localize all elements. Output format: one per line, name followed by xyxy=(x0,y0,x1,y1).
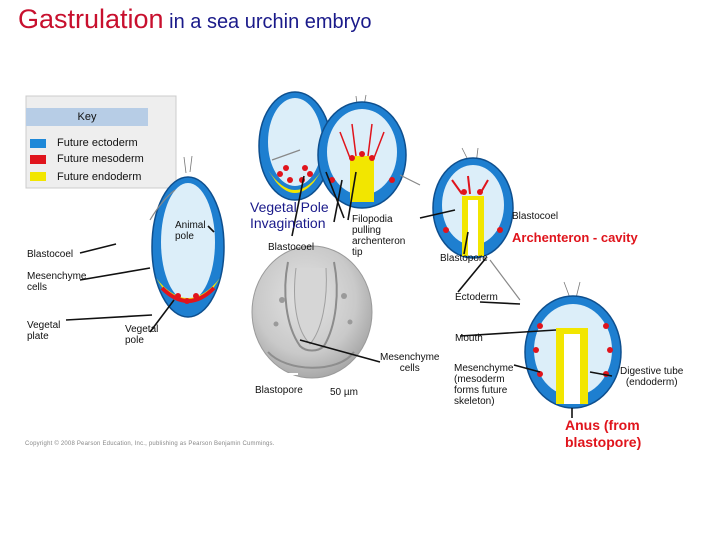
label-mesenchyme-mesoderm: Mesenchyme (mesoderm forms future skelet… xyxy=(454,363,514,407)
label-animal-pole: Animal pole xyxy=(175,220,206,242)
leader-lines xyxy=(65,171,613,418)
label-vegetal-pole: Vegetal pole xyxy=(125,324,159,346)
key-label-mesoderm: Future mesoderm xyxy=(57,153,144,165)
label-vegetal-pole-invagination: Vegetal Pole Invagination xyxy=(250,199,329,231)
label-blastocoel-mid: Blastocoel xyxy=(268,242,315,253)
copyright-text: Copyright © 2008 Pearson Education, Inc.… xyxy=(25,441,275,447)
page-title: Gastrulation in a sea urchin embryo xyxy=(18,6,371,33)
embryo-invagination xyxy=(258,91,332,201)
swatch-ectoderm xyxy=(30,139,46,148)
label-blastocoel-top: Blastocoel xyxy=(512,211,559,222)
label-digestive-tube: Digestive tube (endoderm) xyxy=(620,366,684,388)
swatch-mesoderm xyxy=(30,155,46,164)
label-blastopore-right: Blastopore xyxy=(440,253,488,264)
embryo-vegetal-plate xyxy=(151,155,225,318)
stage-arrows xyxy=(149,149,521,301)
micrograph-embryo xyxy=(251,245,373,379)
scale-bar-label: 50 µm xyxy=(330,387,358,398)
swatch-endoderm xyxy=(30,172,46,181)
title-sub: in a sea urchin embryo xyxy=(163,11,372,33)
label-anus: Anus (from blastopore) xyxy=(565,417,642,450)
embryo-archenteron xyxy=(432,147,514,259)
embryo-filopodia xyxy=(317,94,407,209)
label-mesenchyme-cells-center: Mesenchyme cells xyxy=(380,352,440,374)
label-vegetal-plate: Vegetal plate xyxy=(27,320,61,342)
label-filopodia: Filopodia pulling archenteron tip xyxy=(352,214,406,258)
label-mesenchyme-cells: Mesenchyme cells xyxy=(27,271,87,293)
label-mouth: Mouth xyxy=(455,333,483,344)
embryo-digestive-tube xyxy=(524,281,622,409)
label-blastocoel-left: Blastocoel xyxy=(27,249,74,260)
title-main: Gastrulation xyxy=(18,4,164,34)
key-label-endoderm: Future endoderm xyxy=(57,171,142,183)
label-archenteron-cavity: Archenteron - cavity xyxy=(512,230,638,245)
label-ectoderm: Ectoderm xyxy=(455,292,498,303)
label-blastopore-center: Blastopore xyxy=(255,385,303,396)
key-label-ectoderm: Future ectoderm xyxy=(57,137,138,149)
key-heading: Key xyxy=(26,108,148,126)
